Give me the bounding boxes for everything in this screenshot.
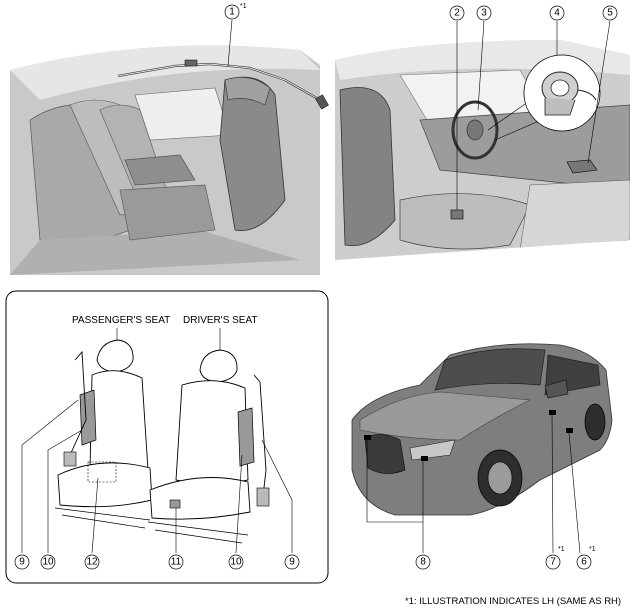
callout-3: 3 (476, 5, 492, 21)
svg-text:8: 8 (420, 557, 426, 568)
svg-text:10: 10 (42, 557, 54, 568)
cockpit-illustration (335, 40, 630, 260)
vehicle-leader-lines (366, 414, 581, 554)
callout-11: 11 (168, 554, 184, 570)
svg-text:*1: *1 (589, 546, 596, 553)
svg-text:2: 2 (454, 8, 460, 19)
callout-10-left: 10 (40, 554, 56, 570)
footnote: *1: ILLUSTRATION INDICATES LH (SAME AS R… (405, 596, 621, 607)
svg-text:11: 11 (171, 557, 182, 568)
svg-text:*1: *1 (558, 546, 565, 553)
callout-2: 2 (449, 5, 465, 21)
clock-spring-detail (541, 71, 597, 116)
callout-4: 4 (549, 5, 565, 21)
svg-text:5: 5 (607, 8, 613, 19)
svg-text:1: 1 (229, 7, 235, 18)
driver-seat-label: DRIVER'S SEAT (183, 315, 258, 326)
svg-text:6: 6 (581, 557, 587, 568)
seats-panel-frame (5, 290, 329, 584)
callout-numbers: 1 *1 2 3 4 5 9 10 12 (14, 3, 618, 570)
svg-text:12: 12 (86, 557, 98, 568)
passenger-seat-illustration (54, 339, 153, 529)
svg-text:*1: *1 (240, 3, 247, 10)
top-leader-lines (227, 19, 611, 210)
passenger-seat-label: PASSENGER'S SEAT (72, 315, 170, 326)
svg-text:4: 4 (554, 8, 560, 19)
callout-5: 5 (602, 5, 618, 21)
svg-text:10: 10 (230, 557, 242, 568)
callout-9-right: 9 (284, 554, 300, 570)
seat-leader-lines (21, 399, 293, 554)
cabin-rear-illustration (10, 45, 329, 275)
svg-text:3: 3 (481, 8, 487, 19)
driver-seat-illustration (147, 349, 270, 544)
svg-text:9: 9 (289, 557, 295, 568)
svg-text:9: 9 (19, 557, 25, 568)
callout-1: 1 *1 (224, 3, 247, 20)
callout-9-left: 9 (14, 554, 30, 570)
vehicle-exterior-illustration (351, 343, 613, 516)
callout-8: 8 (415, 554, 431, 570)
callout-12: 12 (84, 554, 100, 570)
callout-6: 6 *1 (576, 546, 596, 570)
callout-10-right: 10 (228, 554, 244, 570)
svg-text:7: 7 (550, 557, 556, 568)
callout-7: 7 *1 (545, 546, 565, 570)
